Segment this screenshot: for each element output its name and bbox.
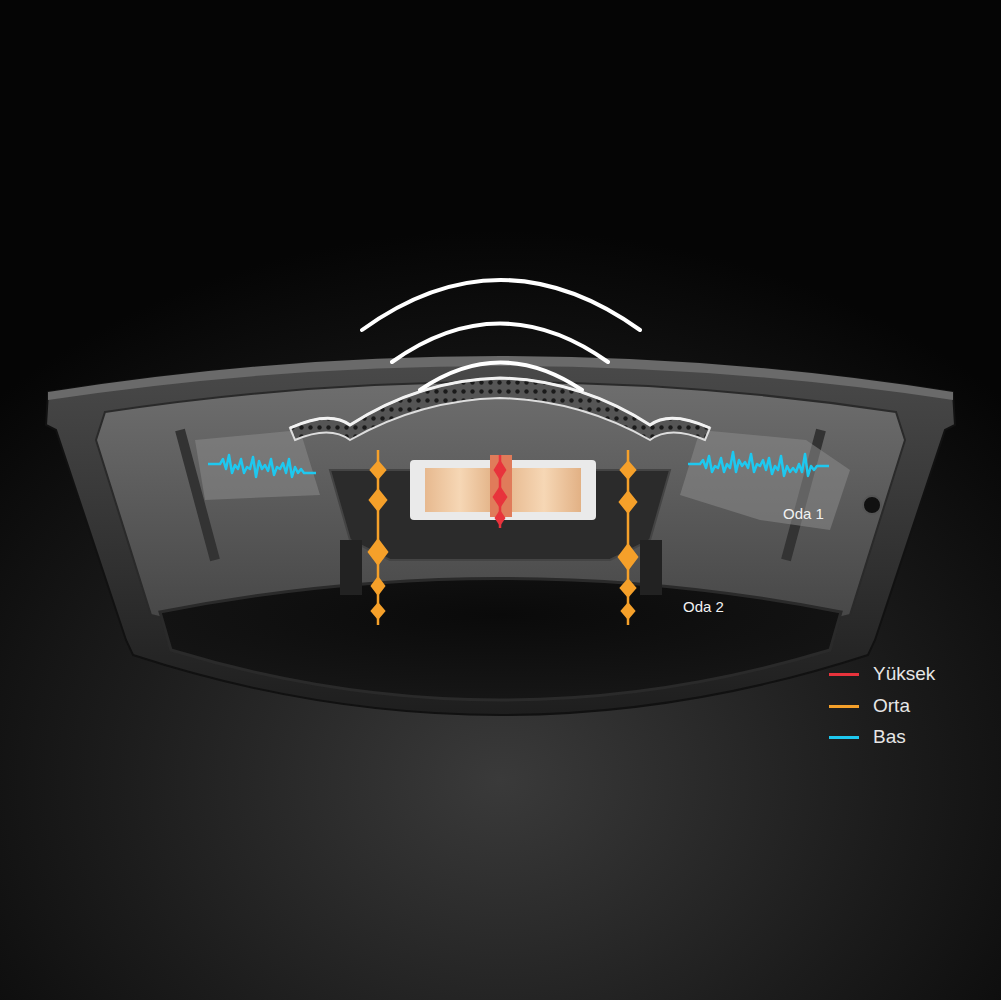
chamber-1 [680,430,850,530]
legend-text: Bas [873,726,906,748]
magnet [425,468,495,512]
magnet [507,468,581,512]
outer-housing [46,356,955,715]
high-wave [494,455,506,528]
legend-row: Bas [829,726,906,748]
legend-row: Orta [829,695,910,717]
chamber-2 [160,579,841,701]
vent-port [863,496,881,514]
legend-row: Yüksek [829,663,935,685]
legend-swatch [829,705,859,708]
legend-text: Yüksek [873,663,935,685]
chamber-label: Oda 1 [783,505,824,522]
chamber-label: Oda 2 [683,598,724,615]
post [340,540,362,595]
post [640,540,662,595]
legend-swatch [829,736,859,739]
chamber-1 [195,430,320,500]
diaphragm-edge [290,378,710,428]
sound-arcs [362,280,640,390]
legend-swatch [829,673,859,676]
legend-text: Orta [873,695,910,717]
diaphragm [290,378,710,440]
mid-wave [369,450,637,625]
bass-wave [208,452,829,477]
